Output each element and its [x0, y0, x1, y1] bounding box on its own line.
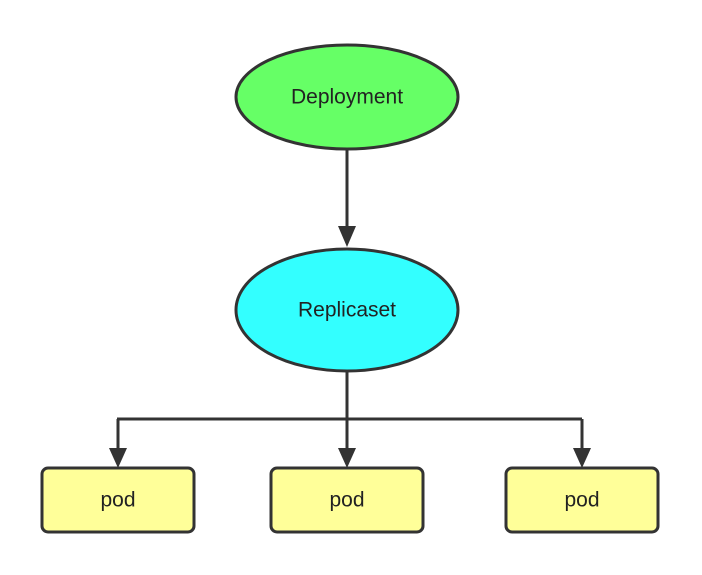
deployment-ellipse — [234, 43, 460, 151]
replicaset-node[interactable]: Replicaset — [234, 247, 460, 373]
pod-node-1[interactable]: pod — [40, 466, 196, 534]
pod-label: pod — [564, 489, 599, 512]
arrowhead-pod-3 — [573, 448, 591, 468]
arrowhead-pod-2 — [338, 448, 356, 468]
connector-deployment-to-replicaset — [338, 150, 356, 247]
arrowhead-pod-1 — [109, 448, 127, 468]
pod-box — [40, 466, 196, 534]
replicaset-ellipse — [234, 247, 460, 373]
pod-label: pod — [329, 489, 364, 512]
pod-box — [269, 466, 425, 534]
arrowhead-replicaset — [338, 226, 356, 247]
deployment-label: Deployment — [291, 86, 403, 109]
pod-node-3[interactable]: pod — [504, 466, 660, 534]
replicaset-label: Replicaset — [298, 299, 396, 322]
deployment-node[interactable]: Deployment — [234, 43, 460, 151]
connector-replicaset-to-pods — [109, 370, 591, 468]
pod-label: pod — [100, 489, 135, 512]
pod-box — [504, 466, 660, 534]
pod-node-2[interactable]: pod — [269, 466, 425, 534]
